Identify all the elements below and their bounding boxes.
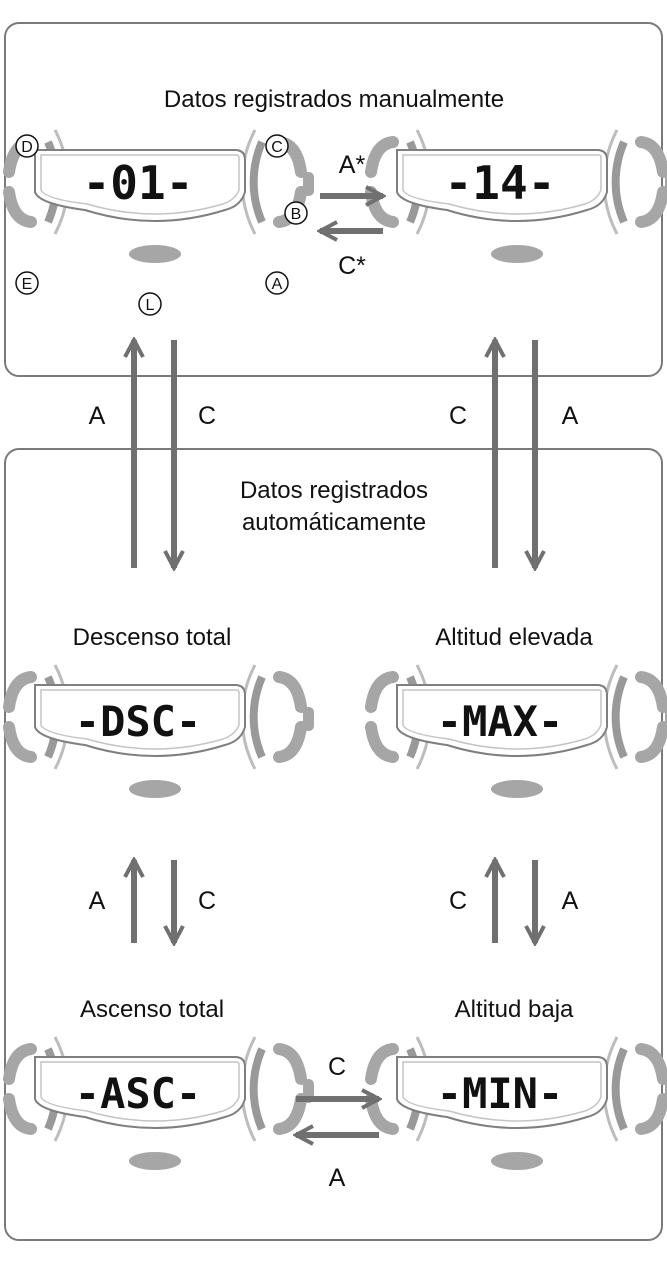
svg-text:D: D bbox=[21, 139, 33, 156]
arrow-label-right-up: C bbox=[449, 402, 467, 430]
button-label-c: C bbox=[265, 134, 289, 158]
arrow-label-left-down: C bbox=[198, 402, 216, 430]
auto-data-frame bbox=[4, 448, 663, 1241]
arrow-label-mid-left-up: A bbox=[89, 887, 106, 915]
arrow-label-mid-right-down: A bbox=[562, 887, 579, 915]
watch-display: -DSC- bbox=[75, 697, 201, 746]
svg-text:L: L bbox=[146, 297, 155, 314]
arrow-label-w1-to-w2: A* bbox=[339, 151, 366, 179]
manual-section-title: Datos registrados manualmente bbox=[164, 86, 504, 113]
watch-display: -14- bbox=[445, 156, 556, 210]
auto-section-title-line2: automáticamente bbox=[242, 509, 426, 536]
arrow-label-right-down: A bbox=[562, 402, 579, 430]
watch-manual-2: -14- bbox=[371, 130, 667, 263]
watch-title-low-altitude: Altitud baja bbox=[455, 996, 574, 1023]
watch-high-altitude: -MAX- bbox=[371, 665, 667, 798]
watch-display: -01- bbox=[83, 156, 194, 210]
arrow-label-left-up: A bbox=[89, 402, 106, 430]
arrow-label-mid-left-down: C bbox=[198, 887, 216, 915]
button-label-d: D bbox=[15, 134, 39, 158]
watch-ascent: -ASC- bbox=[9, 1037, 314, 1170]
arrow-label-w2-to-w1: C* bbox=[338, 252, 366, 280]
watch-display: -ASC- bbox=[75, 1069, 201, 1118]
watch-title-high-altitude: Altitud elevada bbox=[435, 624, 593, 651]
watch-low-altitude: -MIN- bbox=[371, 1037, 667, 1170]
button-label-a: A bbox=[265, 271, 289, 295]
watch-title-descent: Descenso total bbox=[73, 624, 232, 651]
auto-section-title-line1: Datos registrados bbox=[240, 477, 428, 504]
button-label-b: B bbox=[284, 201, 308, 225]
watch-title-ascent: Ascenso total bbox=[80, 996, 224, 1023]
button-label-l: L bbox=[138, 292, 162, 316]
arrow-label-bottom-right: C bbox=[328, 1053, 346, 1081]
button-label-e: E bbox=[15, 271, 39, 295]
svg-text:C: C bbox=[271, 139, 283, 156]
arrow-label-bottom-left: A bbox=[329, 1164, 346, 1192]
svg-text:B: B bbox=[291, 206, 302, 223]
watch-display: -MIN- bbox=[437, 1069, 563, 1118]
arrow-label-mid-right-up: C bbox=[449, 887, 467, 915]
watch-manual-1: -01- bbox=[9, 130, 314, 263]
watch-descent: -DSC- bbox=[9, 665, 314, 798]
watch-display: -MAX- bbox=[437, 697, 563, 746]
svg-text:E: E bbox=[22, 276, 33, 293]
svg-text:A: A bbox=[272, 276, 283, 293]
